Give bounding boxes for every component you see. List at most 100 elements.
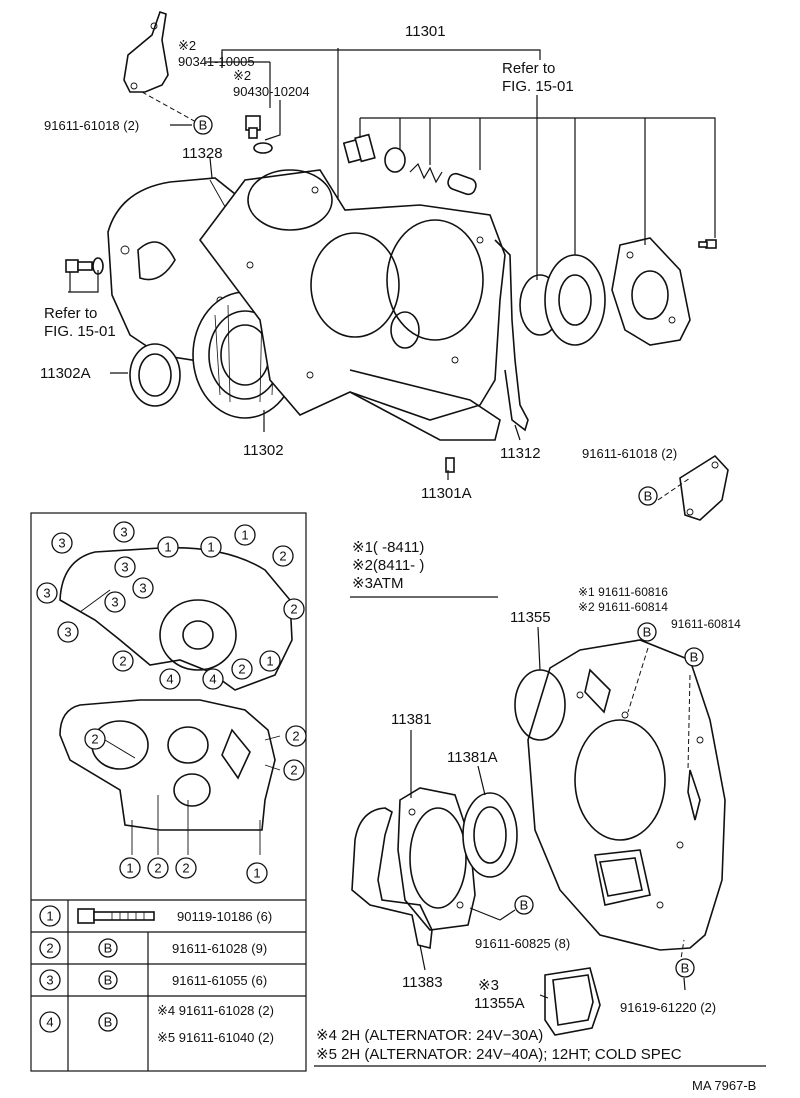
bolt-b-top: B [193,115,213,135]
label-11328: 11328 [182,145,223,162]
marker-2: 2 [231,658,253,680]
svg-text:2: 2 [119,654,126,669]
timing-gear-case [199,169,506,441]
relief-valve-parts [342,133,477,196]
bolt-b-61220: B [675,958,695,978]
gasket-11383 [351,807,433,949]
marker-1: 1 [200,536,222,558]
svg-text:1: 1 [126,861,133,876]
svg-text:2: 2 [292,729,299,744]
svg-text:1: 1 [46,909,53,924]
label-11381: 11381 [391,711,432,728]
svg-text:4: 4 [166,672,173,687]
marker-2: 2 [283,598,305,620]
footnotes: ※4 2H (ALTERNATOR: 24V−30A) ※5 2H (ALTER… [314,1027,766,1067]
footnote-4: ※4 2H (ALTERNATOR: 24V−30A) [316,1027,543,1044]
svg-text:1: 1 [266,654,273,669]
svg-text:1: 1 [241,528,248,543]
bracket-top-left [123,10,169,93]
table-row-3: 3 B 91611-61055 (6) [39,969,267,991]
svg-text:2: 2 [182,861,189,876]
label-fig-left: FIG. 15-01 [44,323,116,340]
marker-2: 2 [272,545,294,567]
bolt-b-60825: B [514,895,534,915]
oil-pump-cover [611,237,691,346]
svg-text:※5 91611-61040 (2): ※5 91611-61040 (2) [157,1030,274,1045]
label-11301A: 11301A [421,485,472,502]
bolt-b-right-bracket: B [638,486,658,506]
label-star2b: ※2 [233,68,251,83]
cap-11355A [544,967,601,1036]
condition-notes: ※1( -8411) ※2(8411- ) ※3ATM [350,539,498,598]
svg-text:2: 2 [279,549,286,564]
marker-1: 1 [246,862,268,884]
svg-text:※4 91611-61028 (2): ※4 91611-61028 (2) [157,1003,274,1018]
inset-frame [30,512,307,1072]
label-91611-60814: 91611-60814 [671,617,741,631]
seal-retainer-11381 [397,787,476,931]
bracket-right [679,454,729,521]
label-11381A: 11381A [447,749,498,766]
svg-text:3: 3 [121,560,128,575]
svg-text:3: 3 [43,586,50,601]
marker-4: 4 [159,668,181,690]
svg-text:1: 1 [164,540,171,555]
svg-text:B: B [104,973,113,988]
marker-3: 3 [104,591,126,613]
inset-leaders [79,589,281,855]
note-2: ※2(8411- ) [352,557,424,574]
marker-2: 2 [175,857,197,879]
footnote-5: ※5 2H (ALTERNATOR: 24V−40A); 12HT; COLD … [316,1046,682,1063]
marker-3: 3 [51,532,73,554]
label-11312: 11312 [500,445,541,462]
svg-text:91611-61028 (9): 91611-61028 (9) [172,941,267,956]
bolt-b-60816: B [637,622,657,642]
svg-text:B: B [644,489,653,504]
svg-text:B: B [199,118,208,133]
oil-seal-11302A [129,343,181,407]
label-90341: 90341-10005 [178,54,255,69]
marker-3: 3 [132,577,154,599]
label-n2-60814: ※2 91611-60814 [578,600,668,614]
gasket-11312 [494,239,529,432]
end-plate-11355 [514,639,726,951]
marker-2: 2 [283,759,305,781]
svg-text:4: 4 [209,672,216,687]
label-11302: 11302 [243,442,284,459]
bolt-b-60814: B [684,647,704,667]
marker-2: 2 [147,857,169,879]
marker-3: 3 [57,621,79,643]
oil-pump-gears [519,254,606,346]
svg-text:1: 1 [253,866,260,881]
label-91611-61018-top: 91611-61018 (2) [44,118,139,133]
marker-1: 1 [157,536,179,558]
svg-text:B: B [643,625,652,640]
bolt-icon [77,908,155,924]
marker-3: 3 [36,582,58,604]
svg-text:4: 4 [46,1015,53,1030]
marker-3: 3 [114,556,136,578]
table-row-4: 4 B ※4 91611-61028 (2) ※5 91611-61040 (2… [39,1003,274,1045]
svg-text:B: B [690,650,699,665]
marker-2: 2 [285,725,307,747]
label-91619-61220: 91619-61220 (2) [620,1000,716,1015]
svg-text:90119-10186 (6): 90119-10186 (6) [177,909,272,924]
label-11383: 11383 [402,974,443,991]
svg-text:2: 2 [91,732,98,747]
svg-text:3: 3 [58,536,65,551]
svg-text:91611-61055 (6): 91611-61055 (6) [172,973,267,988]
label-refer-left: Refer to [44,305,97,322]
svg-text:2: 2 [154,861,161,876]
bolt-90341 [245,115,273,154]
table-row-1: 1 90119-10186 (6) [39,905,272,927]
pin-11301A [445,457,455,473]
label-star3: ※3 [478,977,499,994]
label-11355: 11355 [510,609,551,626]
label-n1-60816: ※1 91611-60816 [578,585,668,599]
label-91611-60825: 91611-60825 (8) [475,936,570,951]
marker-1: 1 [234,524,256,546]
figure-code: MA 7967-B [692,1078,756,1093]
svg-text:2: 2 [46,941,53,956]
label-refer-top: Refer to [502,60,555,77]
